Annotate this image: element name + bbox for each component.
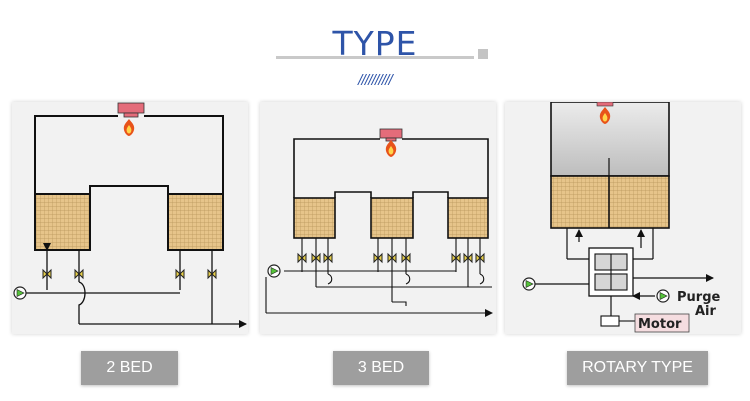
burner-icon xyxy=(596,102,614,107)
bed-2 xyxy=(370,197,414,239)
diagram-panel-rotary: Purge Air Motor xyxy=(505,102,741,334)
diagram-rotary: Purge Air Motor xyxy=(522,102,720,333)
page-header: TYPE ////////// xyxy=(0,0,750,100)
burner-icon xyxy=(379,128,403,139)
motor-icon xyxy=(600,315,620,327)
flame-icon xyxy=(123,119,135,136)
label-rotary-type: ROTARY TYPE xyxy=(567,351,708,385)
label-2-bed: 2 BED xyxy=(81,351,178,385)
bed-3 xyxy=(447,197,489,239)
fan-icon xyxy=(656,289,670,303)
fan-icon xyxy=(13,286,27,300)
title-square-decoration xyxy=(478,49,488,59)
combustion-chamber xyxy=(293,138,489,198)
title-slash-decoration: ////////// xyxy=(358,73,393,88)
diagram-2-bed xyxy=(13,102,247,328)
title-underline xyxy=(276,56,474,59)
fan-icon xyxy=(267,264,281,278)
motor-label-box xyxy=(634,313,690,333)
burner-icon xyxy=(117,102,145,114)
bed-1 xyxy=(293,197,336,239)
combustion-chamber xyxy=(550,102,670,177)
motor-label: Motor xyxy=(638,317,682,332)
combustion-chamber xyxy=(34,115,224,194)
bed-2 xyxy=(167,193,224,251)
purge-air-label-line2: Air xyxy=(695,304,717,319)
diagram-3-bed xyxy=(265,128,493,317)
rotary-bed xyxy=(550,175,670,229)
label-3-bed: 3 BED xyxy=(333,351,429,385)
diagram-panel-2-bed xyxy=(12,102,248,334)
bed-1 xyxy=(34,193,91,251)
flame-icon xyxy=(385,140,397,157)
diagram-panel-3-bed xyxy=(260,102,496,334)
purge-air-label-line1: Purge xyxy=(677,290,720,305)
fan-icon xyxy=(522,277,536,291)
